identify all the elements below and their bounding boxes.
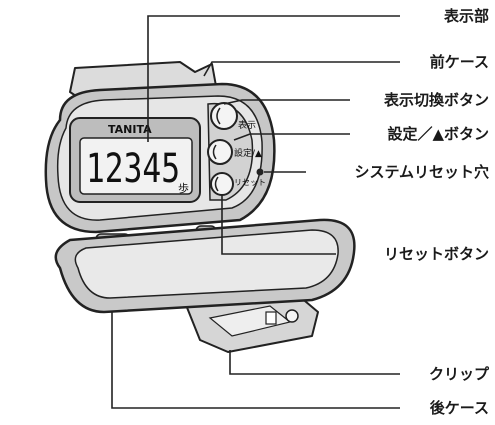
display-button-label: 表示 [238, 119, 256, 131]
brand-logo: TANITA [108, 123, 152, 136]
system-reset-hole [256, 168, 264, 176]
display-unit: 歩 [178, 181, 189, 195]
setting-button-label: 設定/▲ [234, 147, 262, 159]
reset-button-label: リセット [234, 178, 266, 187]
callout-setting-button: 設定／▲ボタン [387, 125, 489, 143]
display-button[interactable] [210, 102, 238, 130]
callout-display-switch-button: 表示切換ボタン [383, 91, 489, 109]
callout-display: 表示部 [443, 7, 489, 25]
callout-clip: クリップ [428, 365, 489, 383]
reset-button[interactable] [210, 172, 234, 196]
callout-system-reset-hole: システムリセット穴 [354, 163, 489, 181]
display-digits: 12345 [86, 146, 180, 192]
setting-button[interactable] [207, 139, 233, 165]
callout-back-case: 後ケース [429, 399, 489, 417]
callout-front-case: 前ケース [429, 53, 489, 71]
callout-reset-button: リセットボタン [383, 245, 489, 263]
back-case-inner [74, 229, 339, 299]
lcd-screen [79, 137, 193, 195]
